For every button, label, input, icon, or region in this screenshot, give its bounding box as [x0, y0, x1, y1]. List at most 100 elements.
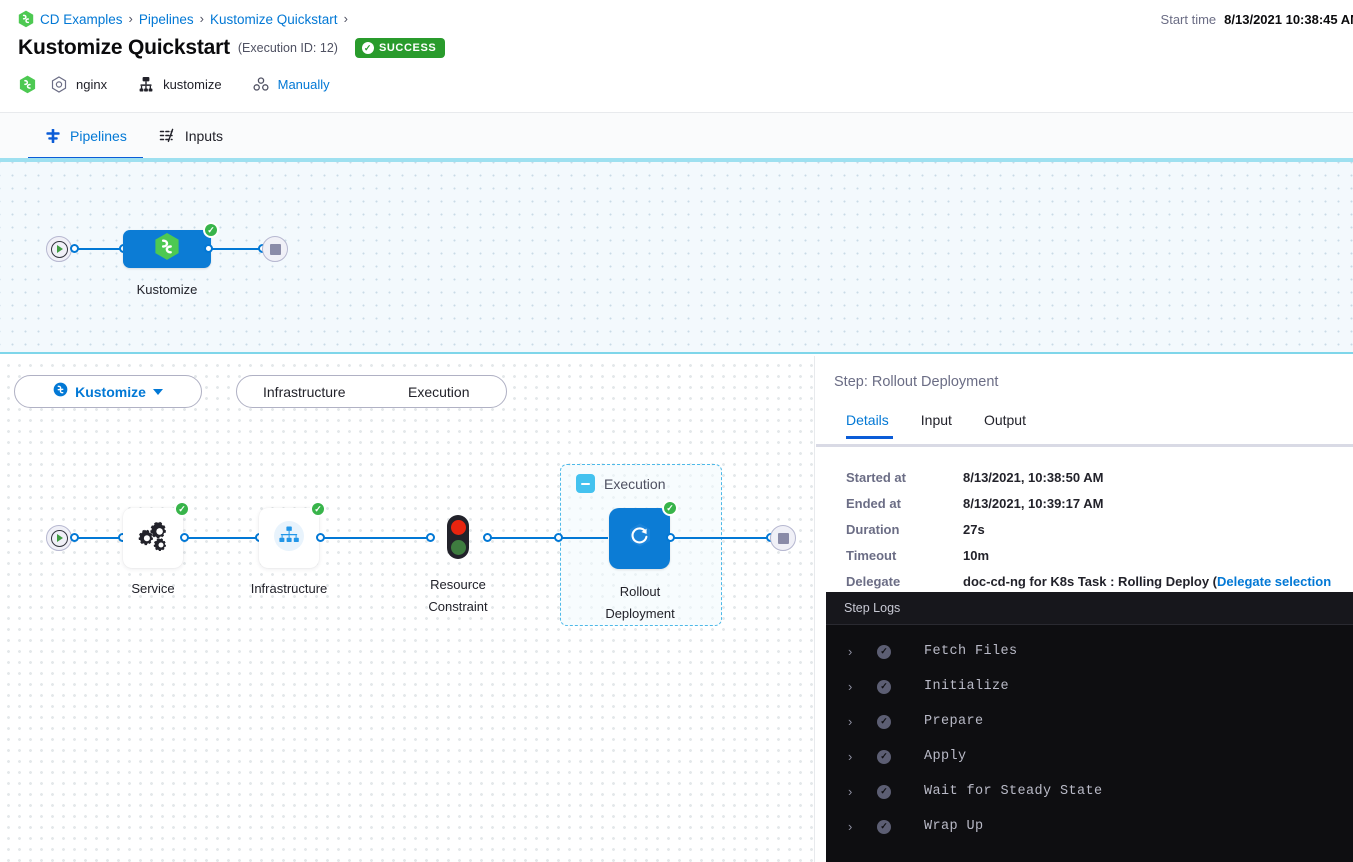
status-success-icon: ✓ — [877, 784, 891, 799]
stage-selector-button[interactable]: Kustomize — [14, 375, 202, 408]
graph-edge — [211, 248, 262, 250]
status-success-icon: ✓ — [877, 714, 891, 729]
segment-infrastructure[interactable]: Infrastructure — [263, 383, 346, 400]
log-row-apply[interactable]: › ✓ Apply — [826, 739, 1353, 774]
tab-pipelines-label: Pipelines — [70, 127, 127, 144]
inputs-icon — [159, 127, 176, 144]
minus-square-icon[interactable] — [576, 474, 595, 493]
rolling-deploy-icon — [623, 519, 657, 558]
execution-group-header[interactable]: Execution — [576, 474, 665, 493]
meta-kustomize-label: kustomize — [163, 76, 222, 92]
detail-row-ended-at: Ended at 8/13/2021, 10:39:17 AM — [846, 494, 1353, 514]
meta-service-label: nginx — [76, 76, 108, 92]
chevron-right-icon[interactable]: › — [848, 644, 853, 659]
tab-output[interactable]: Output — [983, 412, 1026, 428]
detail-key: Started at — [846, 470, 906, 485]
exec-start-node[interactable] — [46, 525, 72, 551]
detail-value: 8/13/2021, 10:38:50 AM — [963, 470, 1104, 485]
log-row-wait-for-steady-state[interactable]: › ✓ Wait for Steady State — [826, 774, 1353, 809]
harness-hex-icon — [18, 10, 34, 28]
detail-value: doc-cd-ng for K8s Task : Rolling Deploy … — [963, 572, 1353, 612]
chevron-right-icon[interactable]: › — [848, 819, 853, 834]
service-hexagon-icon — [50, 75, 68, 93]
execution-canvas[interactable]: Kustomize Infrastructure Execution Execu… — [0, 356, 815, 862]
step-details-table: Started at 8/13/2021, 10:38:50 AM Ended … — [846, 468, 1353, 618]
stage-selector-label: Kustomize — [75, 383, 146, 400]
breadcrumb-separator: › — [343, 10, 348, 26]
page-header: CD Examples › Pipelines › Kustomize Quic… — [0, 0, 1353, 110]
traffic-light-green-icon — [450, 539, 466, 555]
title-row: Kustomize Quickstart (Execution ID: 12) … — [18, 36, 446, 60]
execution-meta-row: nginx kustomize — [18, 75, 360, 93]
segment-execution[interactable]: Execution — [408, 383, 470, 400]
meta-item-service: nginx — [50, 75, 107, 93]
step-node-service[interactable]: ✓ — [123, 501, 190, 568]
step-details-tabs: Details Input Output — [834, 412, 1042, 439]
step-node-rollout-deployment-label: Rollout Deployment — [605, 584, 675, 621]
log-row-label: Fetch Files — [924, 644, 1018, 659]
detail-key: Timeout — [846, 548, 897, 563]
step-node-infrastructure[interactable]: ✓ — [259, 501, 326, 568]
meta-item-harness — [18, 75, 36, 93]
meta-item-trigger[interactable]: Manually — [252, 75, 330, 93]
main-tabs: Pipelines Inputs — [0, 112, 1353, 160]
execution-group-title: Execution — [604, 475, 666, 492]
status-success-icon: ✓ — [877, 749, 891, 764]
status-success-badge: ✓ — [203, 222, 219, 238]
log-row-label: Apply — [924, 749, 967, 764]
log-row-fetch-files[interactable]: › ✓ Fetch Files — [826, 634, 1353, 669]
detail-row-started-at: Started at 8/13/2021, 10:38:50 AM — [846, 468, 1353, 488]
stage-node-kustomize[interactable]: ✓ — [123, 222, 219, 268]
trigger-manual-icon — [252, 75, 270, 93]
log-row-label: Wait for Steady State — [924, 784, 1103, 799]
chevron-right-icon[interactable]: › — [848, 714, 853, 729]
graph-edge — [323, 537, 430, 539]
step-node-rollout-deployment[interactable]: ✓ — [609, 500, 678, 569]
stage-section-toggle: Infrastructure Execution — [236, 375, 507, 408]
port-dot — [554, 533, 563, 542]
start-time: Start time 8/13/2021 10:38:45 AM — [1161, 12, 1353, 27]
page-title: Kustomize Quickstart — [18, 36, 230, 59]
graph-edge — [187, 537, 259, 539]
play-circle-icon — [50, 240, 68, 258]
log-row-label: Initialize — [924, 679, 1010, 694]
breadcrumb-separator: › — [128, 10, 133, 26]
exec-end-node[interactable] — [770, 525, 796, 551]
breadcrumb-item-0[interactable]: CD Examples — [40, 11, 123, 27]
log-row-prepare[interactable]: › ✓ Prepare — [826, 704, 1353, 739]
chevron-right-icon[interactable]: › — [848, 679, 853, 694]
detail-row-duration: Duration 27s — [846, 520, 1353, 540]
graph-start-node[interactable] — [46, 236, 72, 262]
status-success-badge: ✓ — [662, 500, 678, 516]
infrastructure-icon — [271, 518, 307, 559]
breadcrumb-separator: › — [199, 10, 205, 26]
log-row-label: Wrap Up — [924, 819, 984, 834]
breadcrumb-item-2[interactable]: Kustomize Quickstart — [210, 11, 338, 27]
log-row-wrap-up[interactable]: › ✓ Wrap Up — [826, 809, 1353, 844]
log-row-initialize[interactable]: › ✓ Initialize — [826, 669, 1353, 704]
step-node-service-label: Service — [131, 581, 175, 596]
detail-row-delegate: Delegate doc-cd-ng for K8s Task : Rollin… — [846, 572, 1353, 612]
chevron-right-icon[interactable]: › — [848, 749, 853, 764]
step-node-infrastructure-label: Infrastructure — [250, 581, 328, 596]
detail-key: Duration — [846, 522, 900, 537]
tab-details[interactable]: Details — [834, 412, 905, 439]
status-success-badge: ✓ — [310, 501, 326, 517]
tab-input[interactable]: Input — [920, 412, 952, 428]
pipeline-canvas[interactable]: ✓ Kustomize — [0, 158, 1353, 354]
step-details-panel: Step: Rollout Deployment Details Input O… — [816, 356, 1353, 862]
breadcrumb: CD Examples › Pipelines › Kustomize Quic… — [18, 10, 348, 28]
stage-node-label: Kustomize — [136, 282, 198, 297]
breadcrumb-item-1[interactable]: Pipelines — [138, 11, 194, 27]
chevron-right-icon[interactable]: › — [848, 784, 853, 799]
meta-trigger-label[interactable]: Manually — [277, 76, 330, 92]
tab-inputs[interactable]: Inputs — [143, 113, 239, 159]
status-success-icon: ✓ — [877, 679, 891, 694]
graph-edge — [77, 537, 122, 539]
graph-end-node[interactable] — [262, 236, 288, 262]
execution-id: (Execution ID: 12) — [237, 41, 338, 55]
step-logs-panel: Step Logs › ✓ Fetch Files › ✓ Initialize… — [826, 592, 1353, 862]
tab-pipelines[interactable]: Pipelines — [28, 113, 143, 160]
step-logs-list: › ✓ Fetch Files › ✓ Initialize › ✓ Prepa… — [826, 625, 1353, 844]
step-node-resource-constraint[interactable] — [447, 515, 469, 559]
